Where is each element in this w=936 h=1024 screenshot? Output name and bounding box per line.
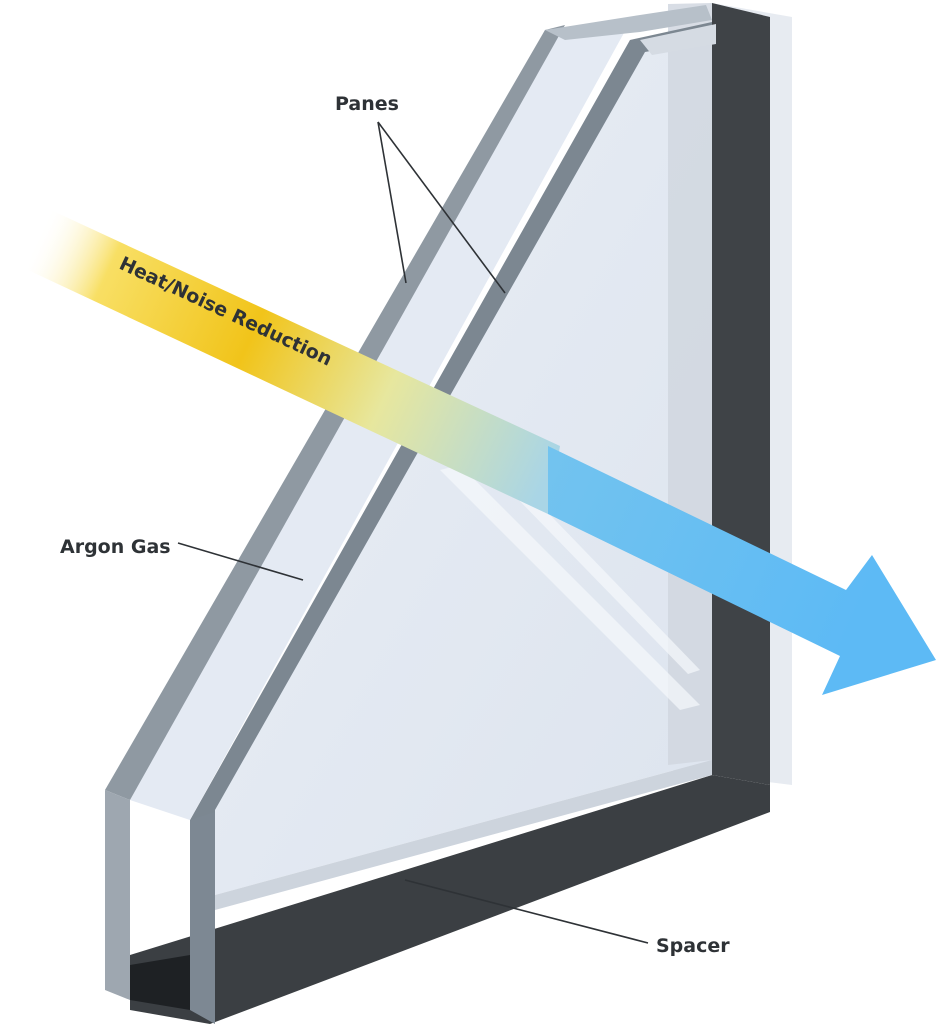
leader-lines: [177, 121, 649, 944]
transmitted-arrow: [548, 446, 936, 695]
glass-reflections: [440, 458, 700, 710]
argon-gas-label: Argon Gas: [60, 536, 171, 558]
back-pane: [190, 22, 716, 1024]
panes-label: Panes: [335, 93, 399, 115]
heat-noise-beam: [28, 205, 560, 514]
spacer-label: Spacer: [656, 935, 730, 957]
